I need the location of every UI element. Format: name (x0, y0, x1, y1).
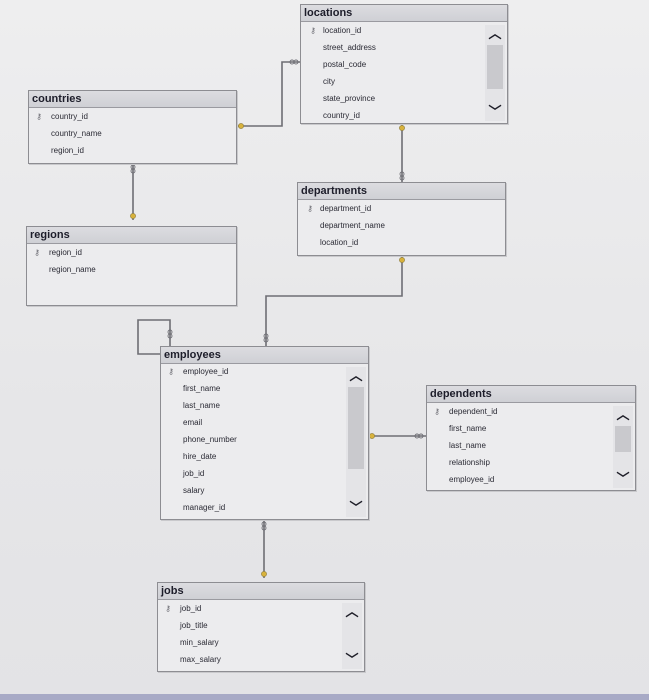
chevron-down-icon[interactable]: ﹀ (616, 471, 630, 486)
table-regions[interactable]: regions ⚷ region_id region_name (26, 226, 237, 306)
key-connector-icon (238, 123, 244, 129)
key-icon: ⚷ (34, 248, 40, 257)
key-icon: ⚷ (310, 26, 316, 35)
chevron-down-icon[interactable]: ﹀ (345, 652, 359, 667)
scrollbar[interactable]: ︿ ﹀ (342, 603, 362, 669)
column-hire-date: hire_date (183, 452, 217, 461)
column-job-id: job_id (180, 604, 202, 613)
key-icon: ⚷ (165, 604, 171, 613)
table-locations[interactable]: locations ⚷ location_id street_address p… (300, 4, 508, 124)
column-employee-id: employee_id (183, 367, 229, 376)
key-icon: ⚷ (307, 204, 313, 213)
infinity-icon (414, 433, 424, 439)
scroll-thumb[interactable] (615, 426, 631, 452)
table-title: employees (161, 347, 368, 364)
rel-departments-employees (265, 256, 403, 346)
scroll-thumb[interactable] (348, 387, 364, 469)
key-connector-icon (399, 257, 405, 263)
chevron-down-icon[interactable]: ﹀ (349, 500, 363, 515)
column-relationship: relationship (449, 458, 490, 467)
column-dependent-id: dependent_id (449, 407, 498, 416)
key-icon: ⚷ (168, 367, 174, 376)
column-manager-id: manager_id (183, 503, 226, 512)
table-title: regions (27, 227, 236, 244)
column-first-name: first_name (449, 424, 487, 433)
column-country-id: country_id (323, 111, 360, 120)
table-title: jobs (158, 583, 364, 600)
infinity-icon (167, 329, 173, 339)
key-connector-icon (261, 571, 267, 577)
column-postal-code: postal_code (323, 60, 367, 69)
column-department-id: department_id (320, 204, 372, 213)
column-salary: salary (183, 486, 205, 495)
table-countries[interactable]: countries ⚷ country_id country_name regi… (28, 90, 237, 164)
infinity-icon (263, 333, 269, 343)
column-max-salary: max_salary (180, 655, 221, 664)
column-phone-number: phone_number (183, 435, 237, 444)
column-state-province: state_province (323, 94, 376, 103)
column-city: city (323, 77, 335, 86)
table-title: locations (301, 5, 507, 22)
key-icon: ⚷ (434, 407, 440, 416)
table-employees[interactable]: employees ⚷ employee_id first_name last_… (160, 346, 369, 520)
infinity-icon (130, 164, 136, 174)
chevron-up-icon[interactable]: ︿ (345, 604, 359, 619)
column-street-address: street_address (323, 43, 376, 52)
rel-countries-locations (236, 61, 300, 127)
column-country-id: country_id (51, 112, 88, 121)
column-email: email (183, 418, 203, 427)
key-connector-icon (130, 213, 136, 219)
chevron-up-icon[interactable]: ︿ (349, 368, 363, 383)
scroll-thumb[interactable] (487, 45, 503, 89)
column-first-name: first_name (183, 384, 221, 393)
table-title: departments (298, 183, 505, 200)
column-location-id: location_id (323, 26, 362, 35)
column-job-id: job_id (183, 469, 205, 478)
key-connector-icon (369, 433, 375, 439)
column-employee-id: employee_id (449, 475, 495, 484)
column-department-name: department_name (320, 221, 385, 230)
scrollbar[interactable]: ︿ ﹀ (346, 367, 366, 517)
column-min-salary: min_salary (180, 638, 219, 647)
column-region-name: region_name (49, 265, 96, 274)
column-region-id: region_id (49, 248, 82, 257)
key-connector-icon (399, 125, 405, 131)
table-jobs[interactable]: jobs ⚷ job_id job_title min_salary max_s… (157, 582, 365, 672)
column-region-id: region_id (51, 146, 84, 155)
column-country-name: country_name (51, 129, 102, 138)
table-title: countries (29, 91, 236, 108)
key-icon: ⚷ (36, 112, 42, 121)
infinity-icon (261, 521, 267, 531)
column-last-name: last_name (449, 441, 486, 450)
infinity-icon (399, 171, 405, 181)
table-departments[interactable]: departments ⚷ department_id department_n… (297, 182, 506, 256)
scrollbar[interactable]: ︿ ﹀ (613, 406, 633, 488)
table-dependents[interactable]: dependents ⚷ dependent_id first_name las… (426, 385, 636, 491)
table-title: dependents (427, 386, 635, 403)
infinity-icon (289, 59, 299, 65)
scrollbar[interactable]: ︿ ﹀ (485, 25, 505, 121)
column-location-id: location_id (320, 238, 359, 247)
column-last-name: last_name (183, 401, 220, 410)
rel-employees-self (137, 319, 171, 355)
taskbar-strip (0, 694, 649, 700)
chevron-up-icon[interactable]: ︿ (488, 26, 502, 41)
chevron-up-icon[interactable]: ︿ (616, 407, 630, 422)
column-job-title: job_title (180, 621, 208, 630)
chevron-down-icon[interactable]: ﹀ (488, 104, 502, 119)
